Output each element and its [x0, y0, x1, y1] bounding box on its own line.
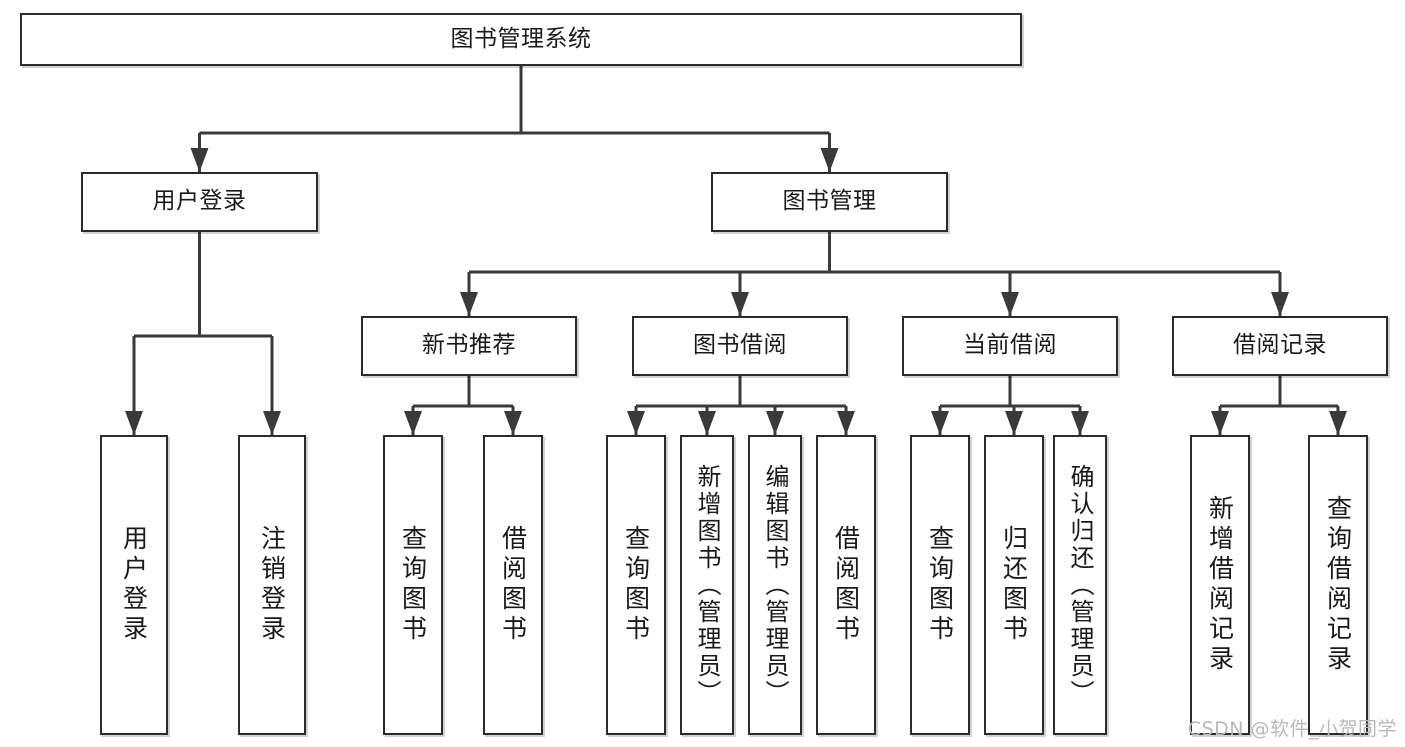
node-root[interactable]: 图书管理系统	[20, 13, 1022, 66]
arrowhead-icon	[627, 411, 645, 435]
arrowhead-icon	[1211, 411, 1229, 435]
node-r_query[interactable]: 查询借阅记录	[1308, 435, 1368, 735]
arrowhead-icon	[731, 292, 749, 316]
node-label: 新增借阅记录	[1205, 495, 1235, 675]
node-label: 借阅图书	[498, 525, 528, 645]
node-label: 查询图书	[925, 525, 955, 645]
node-label: 归还图书	[999, 525, 1029, 645]
node-b_query[interactable]: 查询图书	[606, 435, 666, 735]
node-label: 借阅记录	[1233, 332, 1327, 359]
arrowhead-icon	[931, 411, 949, 435]
node-label: 新书推荐	[422, 332, 516, 359]
node-label: 图书管理	[782, 188, 877, 215]
arrowhead-icon	[1001, 292, 1019, 316]
arrowhead-icon	[1329, 411, 1347, 435]
node-c_confirm[interactable]: 确认归还（管理员）	[1053, 435, 1107, 735]
arrowhead-icon	[125, 411, 143, 435]
node-label: 查询图书	[398, 525, 428, 645]
node-borrow[interactable]: 图书借阅	[632, 316, 848, 376]
watermark: CSDN @软件_小贺同学	[1187, 718, 1397, 740]
node-l_logout[interactable]: 注销登录	[238, 435, 306, 735]
arrowhead-icon	[460, 292, 478, 316]
node-n_query[interactable]: 查询图书	[383, 435, 443, 735]
node-label: 新增图书（管理员）	[693, 463, 721, 707]
arrowhead-icon	[1271, 292, 1289, 316]
arrowhead-icon	[190, 148, 209, 172]
node-r_add[interactable]: 新增借阅记录	[1190, 435, 1250, 735]
node-b_edit[interactable]: 编辑图书（管理员）	[748, 435, 802, 735]
node-label: 当前借阅	[963, 332, 1057, 359]
node-newbook[interactable]: 新书推荐	[361, 316, 577, 376]
arrowhead-icon	[404, 411, 422, 435]
arrowhead-icon	[263, 411, 281, 435]
node-records[interactable]: 借阅记录	[1172, 316, 1388, 376]
arrowhead-icon	[820, 148, 839, 172]
node-label: 用户登录	[119, 525, 149, 645]
arrowhead-icon	[698, 411, 716, 435]
node-c_query[interactable]: 查询图书	[910, 435, 970, 735]
arrowhead-icon	[1071, 411, 1089, 435]
node-bookmgmt[interactable]: 图书管理	[711, 172, 948, 232]
node-label: 查询图书	[621, 525, 651, 645]
node-label: 图书借阅	[693, 332, 787, 359]
node-label: 编辑图书（管理员）	[761, 463, 789, 707]
node-login[interactable]: 用户登录	[81, 172, 318, 232]
node-l_login[interactable]: 用户登录	[100, 435, 168, 735]
arrowhead-icon	[837, 411, 855, 435]
arrowhead-icon	[504, 411, 522, 435]
arrowhead-icon	[766, 411, 784, 435]
arrowhead-icon	[1005, 411, 1023, 435]
node-label: 图书管理系统	[450, 25, 592, 52]
node-label: 确认归还（管理员）	[1066, 463, 1094, 707]
node-label: 注销登录	[257, 525, 287, 645]
node-b_borrow[interactable]: 借阅图书	[816, 435, 876, 735]
node-c_return[interactable]: 归还图书	[984, 435, 1044, 735]
node-label: 借阅图书	[831, 525, 861, 645]
node-label: 查询借阅记录	[1323, 495, 1353, 675]
node-n_borrow[interactable]: 借阅图书	[483, 435, 543, 735]
node-b_add[interactable]: 新增图书（管理员）	[680, 435, 734, 735]
node-current[interactable]: 当前借阅	[902, 316, 1118, 376]
node-label: 用户登录	[152, 188, 247, 215]
